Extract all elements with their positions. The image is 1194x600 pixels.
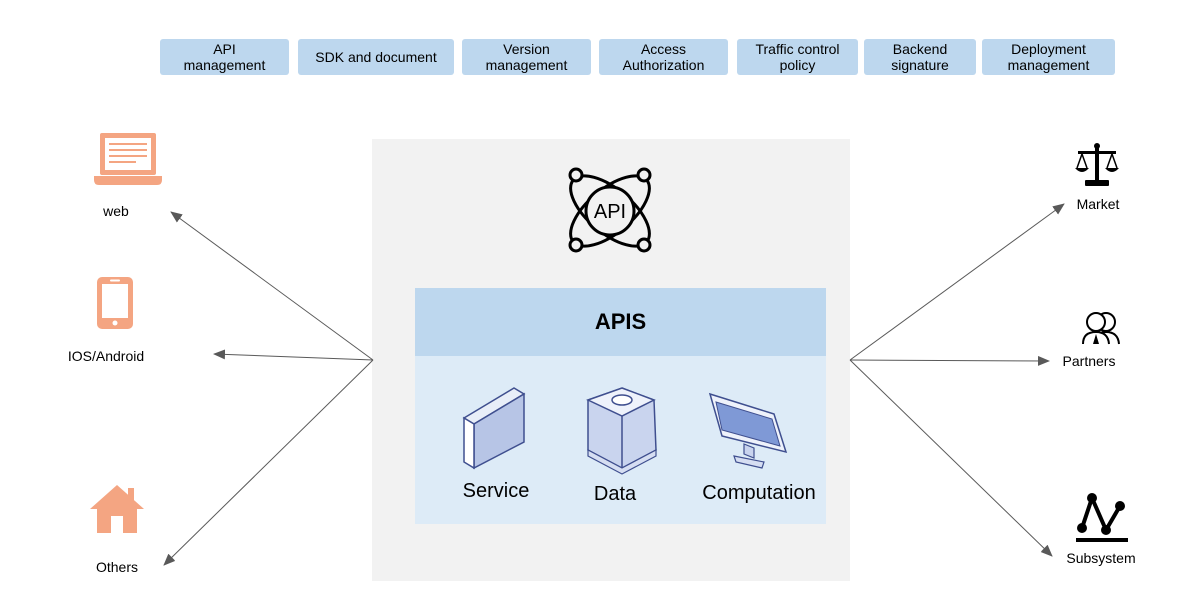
computation-label: Computation (702, 482, 816, 504)
tag-sdk-and-document: SDK and document (298, 39, 454, 75)
api-logo-icon: API (568, 167, 652, 253)
partners-icon (1082, 312, 1120, 345)
others-label: Others (95, 559, 139, 575)
market-label: Market (1076, 196, 1120, 212)
computation-icon (708, 392, 788, 469)
scales-icon (1075, 143, 1119, 186)
tag-api-management: API management (160, 39, 289, 75)
arrow-to-others (163, 359, 374, 566)
apis-title: APIS (415, 288, 826, 356)
house-icon (90, 485, 144, 533)
web-label: web (103, 203, 129, 219)
laptop-icon (94, 133, 162, 185)
partners-label: Partners (1062, 353, 1116, 369)
subsystem-icon (1076, 493, 1128, 542)
mobile-label: IOS/Android (67, 348, 145, 364)
subsystem-label: Subsystem (1066, 550, 1136, 566)
arrow-to-mobile (213, 349, 374, 361)
arrow-to-market (849, 203, 1065, 361)
tag-traffic-control-policy: Traffic control policy (737, 39, 858, 75)
service-label: Service (462, 480, 530, 502)
tag-deployment-management: Deployment management (982, 39, 1115, 75)
api-logo-text: API (594, 201, 626, 223)
arrow-to-subsystem (849, 359, 1053, 557)
tag-backend-signature: Backend signature (864, 39, 976, 75)
smartphone-icon (97, 277, 133, 329)
data-label: Data (593, 483, 637, 505)
arrow-to-partners (849, 355, 1050, 366)
service-icon (462, 387, 526, 470)
arrow-to-web (170, 211, 374, 361)
tag-version-management: Version management (462, 39, 591, 75)
data-icon (586, 387, 657, 475)
tag-access-authorization: Access Authorization (599, 39, 728, 75)
